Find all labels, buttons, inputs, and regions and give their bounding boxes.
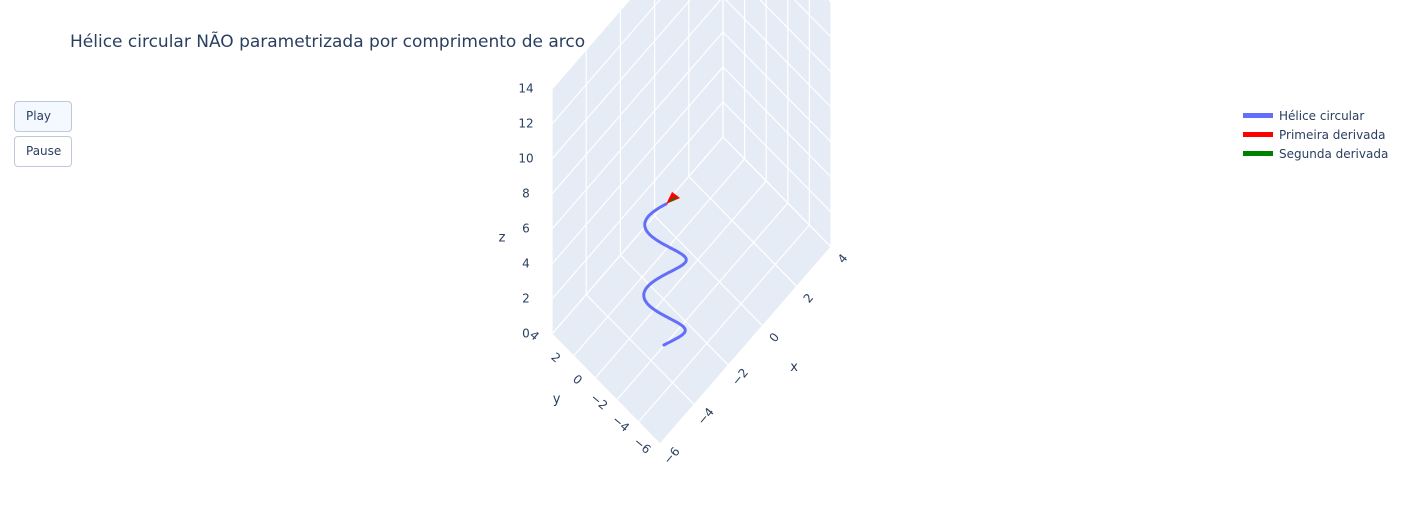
y-gridline [616,202,789,401]
z-tick-label: 6 [522,222,530,236]
y-gridline [594,180,767,379]
z-gridline [551,101,724,300]
y-tick-label: −6 [631,435,654,457]
x-gridline [585,294,695,406]
legend-item-primeira-derivada[interactable]: Primeira derivada [1243,125,1388,144]
x-gridline [654,215,764,327]
helix-curve[interactable] [642,202,688,347]
legend-label: Hélice circular [1279,108,1365,123]
z-gridline [722,31,832,143]
x-tick-label: 2 [801,291,817,306]
z-gridline [551,31,724,230]
z-gridline [551,0,631,90]
legend-item-segunda-derivada[interactable]: Segunda derivada [1243,144,1388,163]
x-tick-label: −4 [695,405,717,428]
legend-label: Segunda derivada [1279,146,1389,161]
z-gridline [722,66,832,178]
x-tick-label: −2 [729,366,751,389]
chart-title: Hélice circular NÃO parametrizada por co… [70,32,586,52]
z-tick-label: 10 [518,152,533,166]
x-tick-label: 0 [766,330,782,345]
x-gridline [551,333,661,445]
z-gridline [722,101,832,213]
y-tick-label: 2 [548,350,563,366]
y-tick-label: −2 [588,391,611,413]
x-gridline [619,254,729,366]
floor-pane [552,137,831,444]
z-gridline [551,66,724,265]
z-gridline [725,0,832,108]
y-gridline [659,246,832,445]
x-gridline [688,175,798,287]
z-gridline [551,0,661,125]
y-tick-label: −4 [609,413,632,435]
z-gridline [551,0,722,195]
legend-swatch [1243,151,1273,156]
y-gridline [573,158,746,357]
z-gridline [551,136,724,335]
z-gridline [759,0,832,73]
z-gridline [551,0,691,160]
legend-label: Primeira derivada [1279,127,1386,142]
z-tick-label: 4 [522,257,530,271]
legend-item-helice[interactable]: Hélice circular [1243,106,1388,125]
x-tick-label: 4 [835,251,851,266]
legend-swatch [1243,113,1273,118]
y-axis-title: y [553,392,561,407]
pause-button[interactable]: Pause [14,136,72,167]
z-gridline [793,0,832,38]
play-button[interactable]: Play [14,101,72,132]
x-axis-title: x [790,360,798,375]
z-tick-label: 8 [522,187,530,201]
z-axis-title: z [499,230,506,245]
legend: Hélice circular Primeira derivada Segund… [1243,106,1388,163]
z-tick-label: 14 [518,82,533,96]
z-tick-label: 0 [522,327,530,341]
legend-swatch [1243,132,1273,137]
x-tick-label: −6 [661,444,683,467]
y-tick-label: 0 [570,372,585,388]
z-tick-label: 12 [518,117,533,131]
y-gridline [637,224,810,423]
z-tick-label: 2 [522,292,530,306]
second-derivative-vector[interactable] [668,195,679,203]
z-gridline [722,136,832,248]
